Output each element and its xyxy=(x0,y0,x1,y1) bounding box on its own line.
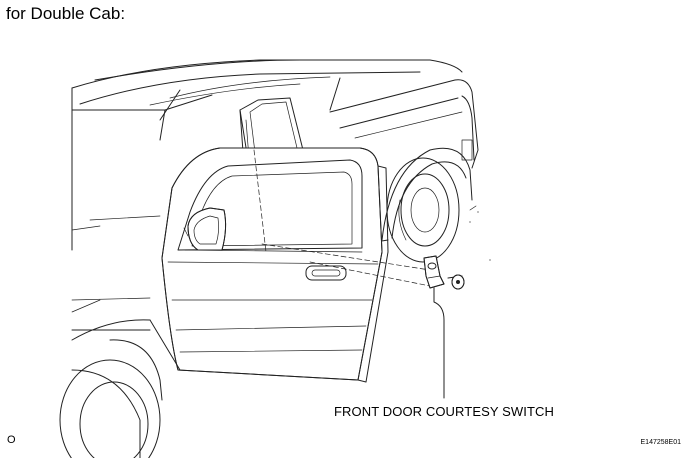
section-heading: for Double Cab: xyxy=(6,4,126,23)
pavement-marks xyxy=(469,211,491,261)
front-door xyxy=(161,147,389,383)
front-fender xyxy=(59,297,181,458)
courtesy-switch-part xyxy=(423,255,465,399)
alignment-lines xyxy=(253,149,431,287)
figure-id: E147258E01 xyxy=(640,439,681,446)
corner-mark: O xyxy=(7,434,16,446)
courtesy-switch-label: FRONT DOOR COURTESY SWITCH xyxy=(334,404,555,419)
